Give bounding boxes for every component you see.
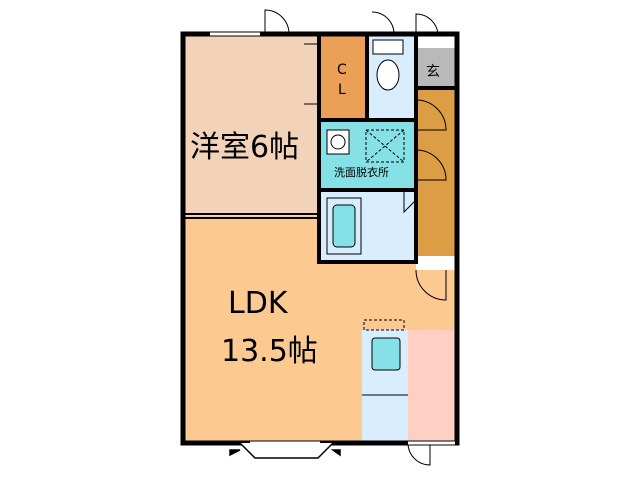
kitchen-floor	[408, 330, 457, 443]
kitchen-sink	[362, 319, 408, 396]
ldk-size-label: 13.5帖	[221, 334, 318, 369]
western-room	[183, 34, 319, 216]
bay-window	[229, 442, 341, 459]
ldk-label: LDK	[228, 286, 288, 321]
toilet-fixture	[372, 39, 404, 91]
western-room-label: 洋室6帖	[190, 130, 300, 165]
ldk-room	[183, 216, 457, 443]
hallway	[416, 88, 457, 256]
inner-walls	[317, 34, 457, 264]
closet	[319, 34, 367, 120]
entrance-label: 玄	[426, 64, 440, 80]
partition-west-ldk	[185, 213, 319, 219]
door-swings	[264, 9, 447, 466]
bathtub-fixture	[326, 197, 362, 255]
closet-label-l: L	[338, 82, 346, 98]
washroom-label: 洗面脱衣所	[334, 166, 389, 179]
closet-label-c: C	[337, 62, 347, 78]
entrance	[416, 48, 457, 88]
washing-machine-space	[365, 129, 405, 163]
washbasin-fixture	[326, 129, 350, 155]
